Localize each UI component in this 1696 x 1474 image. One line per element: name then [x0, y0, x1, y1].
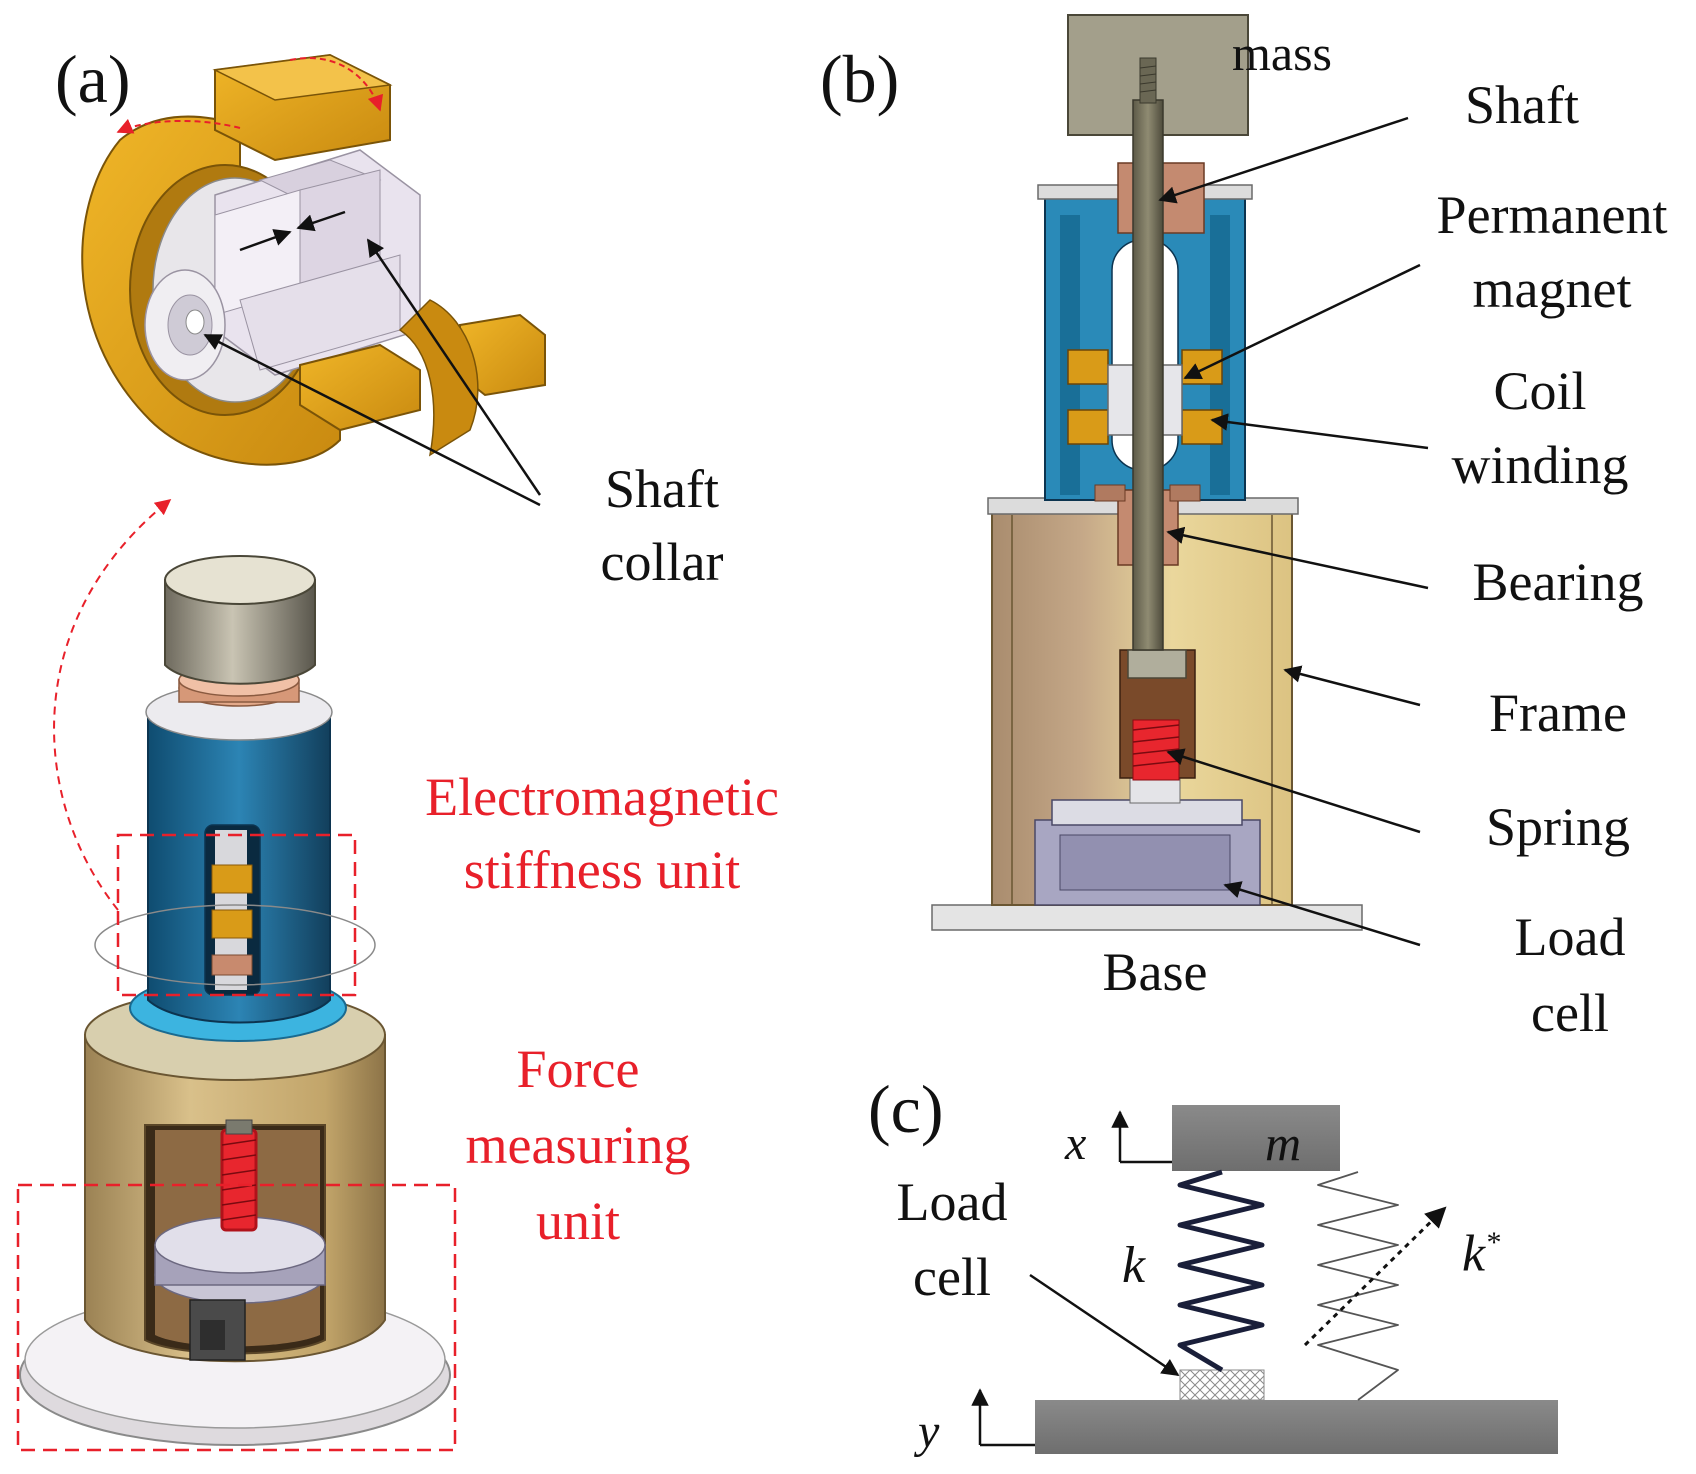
label-shaft-collar-line1: Shaft — [605, 459, 719, 519]
k-star-superscript: * — [1485, 1226, 1501, 1259]
label-x-axis: x — [1065, 1117, 1087, 1170]
panel-label-a: (a) — [55, 41, 131, 117]
label-stiffness-k-star: k* — [1462, 1228, 1500, 1280]
label-y-axis: y — [918, 1405, 940, 1458]
k-star-base: k — [1462, 1225, 1486, 1283]
panel-c-schematic — [971, 1105, 1558, 1454]
label-force-unit-line1: Force — [516, 1039, 640, 1099]
label-coil-winding-line2: winding — [1451, 435, 1629, 495]
spring-k — [1177, 1169, 1265, 1373]
label-mass: mass — [1232, 25, 1332, 81]
label-mass-m: m — [1265, 1115, 1302, 1171]
label-permanent-magnet-line1: Permanent — [1436, 185, 1668, 245]
variable-stiffness-arrow — [1303, 1206, 1447, 1347]
label-shaft-collar-line2: collar — [600, 532, 724, 592]
panel-label-b: (b) — [820, 41, 900, 117]
label-load-cell-b-line2: cell — [1531, 983, 1609, 1043]
panel-a-assembled-device — [19, 555, 451, 1446]
ground-block — [1035, 1400, 1558, 1454]
label-electromagnetic-unit-line1: Electromagnetic — [425, 767, 779, 827]
panel-a-exploded-view — [81, 53, 546, 507]
label-bearing: Bearing — [1472, 552, 1644, 612]
label-force-unit-line3: unit — [535, 1191, 621, 1251]
label-electromagnetic-unit-line2: stiffness unit — [463, 840, 741, 900]
label-load-cell-b-line1: Load — [1514, 907, 1626, 967]
electromagnetic-unit-box — [116, 833, 357, 997]
label-shaft: Shaft — [1465, 75, 1579, 135]
label-force-unit-line2: measuring — [465, 1115, 691, 1175]
mass-block — [1172, 1105, 1340, 1171]
label-frame: Frame — [1489, 683, 1627, 743]
label-spring: Spring — [1485, 797, 1631, 857]
panel-b-cross-section — [931, 14, 1429, 947]
label-load-cell-c-line2: cell — [913, 1247, 991, 1307]
spring-k-star — [1317, 1171, 1399, 1401]
label-load-cell-c-line1: Load — [896, 1172, 1008, 1232]
label-permanent-magnet-line2: magnet — [1472, 259, 1632, 319]
label-base: Base — [1102, 942, 1208, 1002]
explode-arrow — [53, 498, 172, 911]
load-cell-symbol — [1179, 1369, 1265, 1401]
label-stiffness-k: k — [1122, 1237, 1146, 1294]
label-coil-winding-line1: Coil — [1493, 361, 1587, 421]
panel-label-c: (c) — [868, 1071, 944, 1147]
